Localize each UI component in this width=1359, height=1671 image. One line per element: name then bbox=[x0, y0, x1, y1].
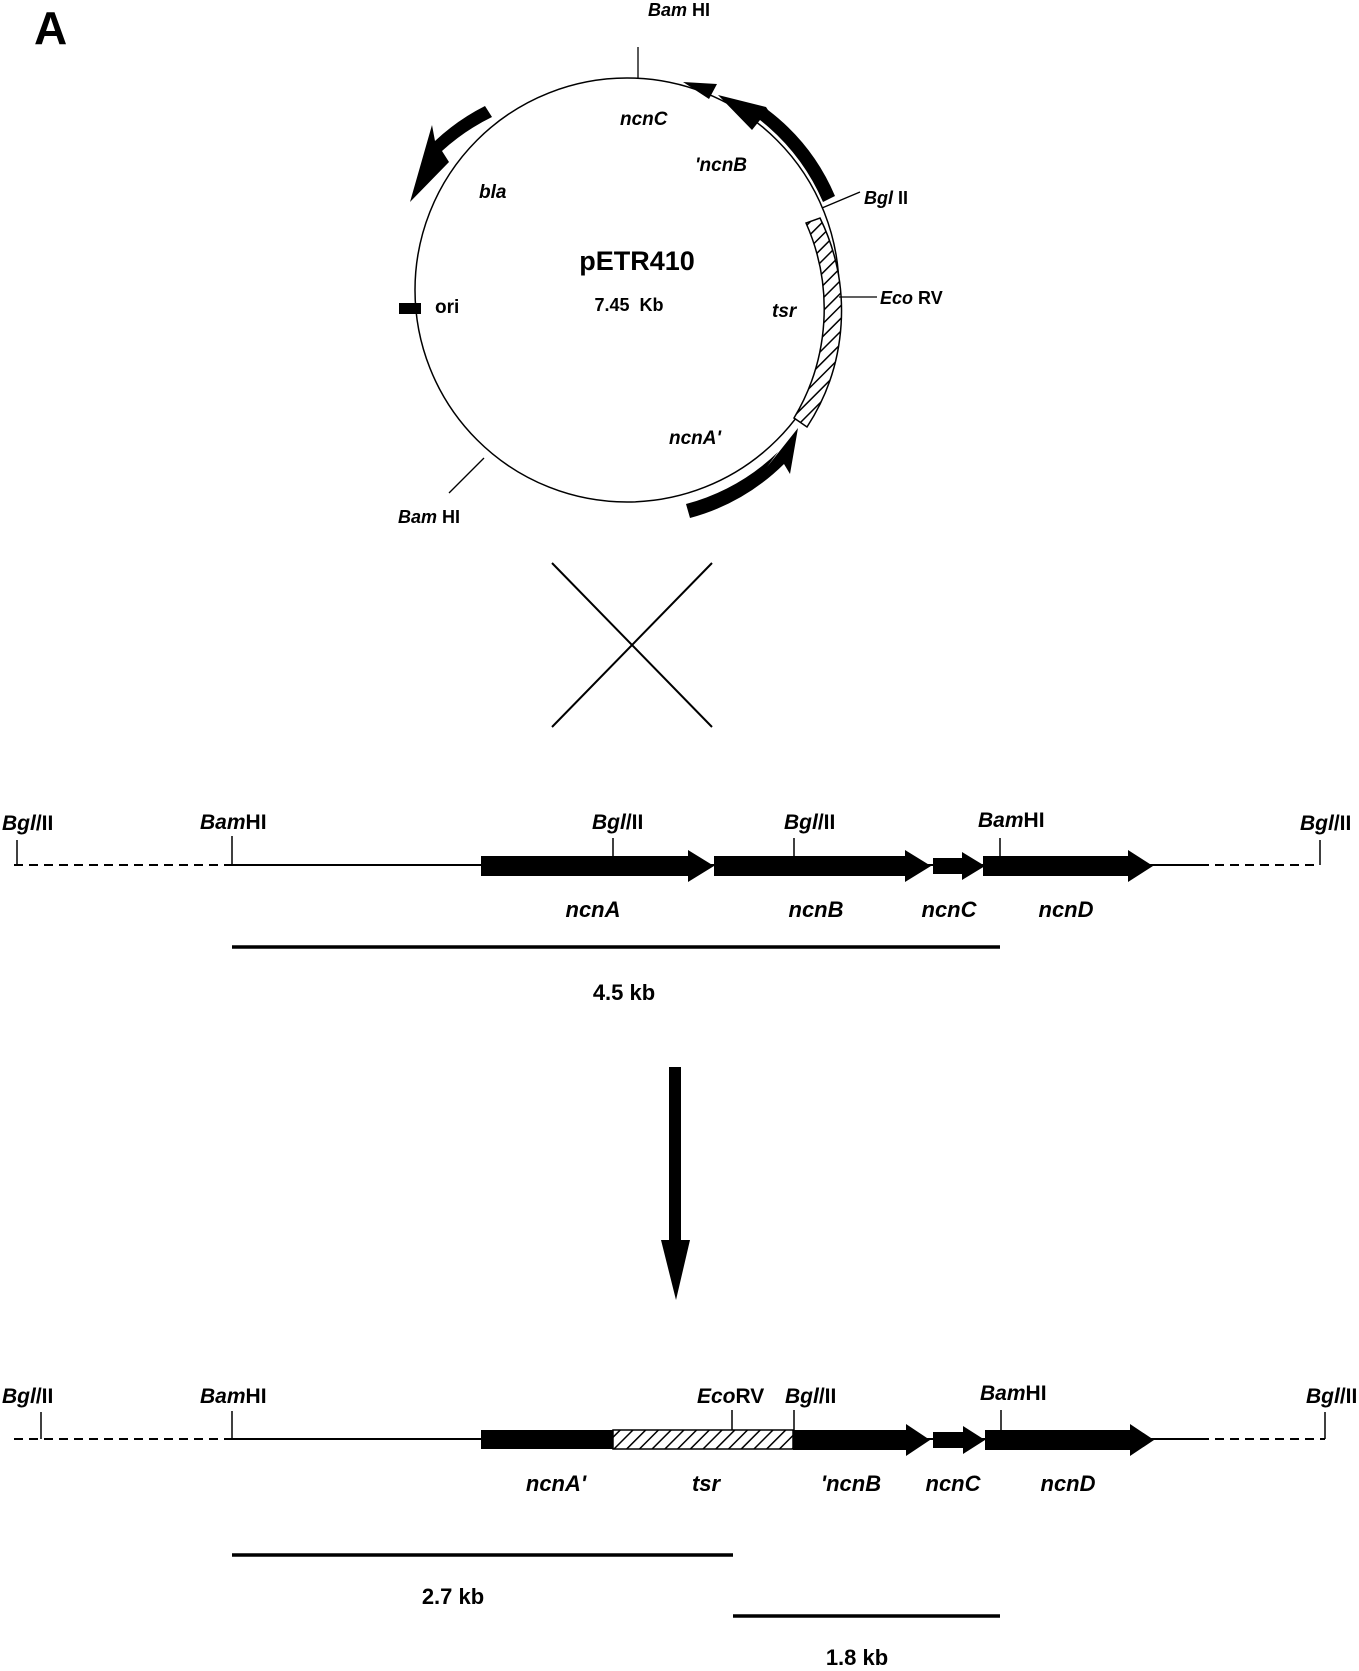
plasmid-backbone bbox=[414, 77, 840, 503]
wt-gene-label-ncnD: ncnD bbox=[1039, 897, 1094, 922]
mut-gene-label-ncnD: ncnD bbox=[1041, 1471, 1096, 1496]
ncnA-gene-arrow bbox=[686, 428, 798, 518]
bamhi-top-label: Bam HI bbox=[648, 0, 710, 20]
wt-gene-label-ncnB: ncnB bbox=[789, 897, 844, 922]
mut-site-label-3: Bgl/II bbox=[785, 1385, 836, 1408]
crossover-symbol bbox=[551, 562, 713, 728]
mut-gene-label-ncnA: ncnA' bbox=[526, 1471, 587, 1496]
mut-ncnB-arrow bbox=[793, 1424, 930, 1456]
mut-gene-label-tsr: tsr bbox=[692, 1471, 722, 1496]
plasmid-ori-label: ori bbox=[435, 297, 459, 318]
plasmid-map: Bam HI Bgl II Eco RV Bam HI ncnC 'ncnB b… bbox=[398, 0, 943, 527]
wt-site-label-4: BamHI bbox=[978, 809, 1045, 832]
wt-site-label-0: Bgl/II bbox=[2, 812, 53, 835]
ncnC-gene-arrow bbox=[683, 82, 717, 99]
wt-ncnC-arrow bbox=[933, 852, 985, 880]
plasmid-bla-label: bla bbox=[479, 182, 507, 203]
mut-site-label-1: BamHI bbox=[200, 1385, 267, 1408]
plasmid-tsr-label: tsr bbox=[772, 301, 798, 322]
ori-marker bbox=[399, 303, 421, 314]
mutant-map: Bgl/II BamHI EcoRV Bgl/II BamHI Bgl/II n… bbox=[2, 1382, 1357, 1670]
plasmid-size: 7.45 Kb bbox=[594, 295, 663, 315]
bglii-tick bbox=[821, 191, 861, 209]
bamhi-bottom-label: Bam HI bbox=[398, 507, 460, 527]
plasmid-ncnB-label: 'ncnB bbox=[695, 155, 747, 176]
mut-ncnA-segment bbox=[481, 1430, 613, 1449]
bglii-label: Bgl II bbox=[864, 188, 908, 208]
wt-site-label-1: BamHI bbox=[200, 811, 267, 834]
wt-site-label-3: Bgl/II bbox=[784, 811, 835, 834]
result-arrow bbox=[661, 1067, 690, 1300]
mut-fragment-label-2: 1.8 kb bbox=[826, 1645, 888, 1670]
ecorv-label: Eco RV bbox=[880, 288, 943, 308]
wt-ncnA-arrow bbox=[481, 850, 714, 882]
mut-tsr-segment bbox=[612, 1429, 794, 1450]
mut-site-label-4: BamHI bbox=[980, 1382, 1047, 1405]
wt-ncnB-arrow bbox=[714, 850, 931, 882]
wt-fragment-label: 4.5 kb bbox=[593, 980, 655, 1005]
tsr-gene-segment bbox=[792, 217, 843, 429]
panel-label: A bbox=[34, 2, 67, 54]
mut-site-label-2: EcoRV bbox=[697, 1385, 764, 1408]
plasmid-ncnC-label: ncnC bbox=[620, 109, 668, 130]
bla-gene-arrow bbox=[410, 106, 492, 202]
mut-fragment-label-1: 2.7 kb bbox=[422, 1584, 484, 1609]
wt-site-label-2: Bgl/II bbox=[592, 811, 643, 834]
plasmid-ncnA-label: ncnA' bbox=[669, 428, 723, 449]
wt-site-label-5: Bgl/II bbox=[1300, 812, 1351, 835]
mut-ncnC-arrow bbox=[933, 1426, 985, 1454]
bamhi-bottom-tick bbox=[448, 457, 485, 494]
wt-gene-label-ncnA: ncnA bbox=[566, 897, 621, 922]
wt-ncnD-arrow bbox=[983, 850, 1153, 882]
mut-site-label-5: Bgl/II bbox=[1306, 1385, 1357, 1408]
mut-ncnD-arrow bbox=[985, 1424, 1154, 1456]
mut-site-label-0: Bgl/II bbox=[2, 1385, 53, 1408]
plasmid-name: pETR410 bbox=[579, 246, 695, 276]
wt-gene-label-ncnC: ncnC bbox=[922, 897, 978, 922]
mut-gene-label-ncnB: 'ncnB bbox=[821, 1471, 881, 1496]
wildtype-map: Bgl/II BamHI Bgl/II Bgl/II BamHI Bgl/II … bbox=[2, 809, 1351, 1005]
mut-gene-label-ncnC: ncnC bbox=[926, 1471, 982, 1496]
ncnB-gene-arrow bbox=[718, 95, 835, 202]
